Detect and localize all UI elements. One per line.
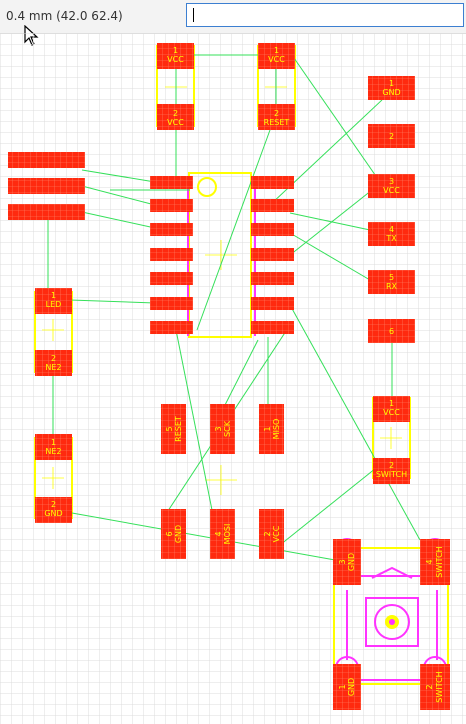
svg-text:VCC: VCC	[268, 55, 285, 64]
svg-text:GND: GND	[174, 525, 183, 543]
svg-text:VCC: VCC	[167, 118, 184, 127]
svg-text:GND: GND	[347, 553, 356, 571]
svg-text:1: 1	[389, 79, 394, 88]
pad-ftdi-5[interactable]: 5 RX	[368, 270, 415, 294]
svg-text:2: 2	[173, 109, 178, 118]
pad-button-switch-bottom[interactable]: 2 SWITCH	[420, 664, 450, 710]
svg-text:MISO: MISO	[272, 419, 281, 440]
pad-ftdi-4[interactable]: 4 TX	[368, 222, 415, 246]
pad-ftdi-2[interactable]: 2	[368, 124, 415, 148]
pad-vcc-header-1-top[interactable]: 1 VCC	[157, 43, 194, 69]
svg-text:TX: TX	[385, 234, 397, 243]
text-caret	[193, 8, 194, 22]
button-center-hole	[389, 619, 395, 625]
svg-text:5: 5	[165, 426, 174, 431]
svg-text:LED: LED	[46, 300, 62, 309]
pad-reset-header-top[interactable]: 1 VCC	[258, 43, 295, 69]
pad-isp-vcc[interactable]: 2 VCC	[259, 509, 284, 559]
svg-text:1: 1	[51, 438, 56, 447]
pad-button-gnd-bottom[interactable]: 1 GND	[333, 664, 361, 710]
svg-text:1: 1	[274, 46, 279, 55]
pad-ftdi-3[interactable]: 3 VCC	[368, 174, 415, 198]
pad-ftdi-6[interactable]: 6	[368, 319, 415, 343]
pad-isp-sck[interactable]: 3 SCK	[210, 404, 235, 454]
svg-text:1: 1	[338, 684, 347, 689]
svg-text:3: 3	[214, 426, 223, 431]
pad-resonator-2[interactable]	[8, 178, 85, 194]
status-bar: 0.4 mm (42.0 62.4)	[0, 0, 466, 34]
svg-text:1: 1	[389, 399, 394, 408]
pad-ftdi-1[interactable]: 1 GND	[368, 76, 415, 100]
pad-isp-miso[interactable]: 1 MISO	[259, 404, 284, 454]
ic-left-pins[interactable]	[150, 176, 193, 334]
svg-text:SWITCH: SWITCH	[376, 470, 407, 479]
svg-text:1: 1	[263, 426, 272, 431]
svg-text:2: 2	[389, 461, 394, 470]
svg-text:4: 4	[389, 225, 394, 234]
coordinate-readout: 0.4 mm (42.0 62.4)	[6, 9, 123, 23]
svg-text:6: 6	[389, 327, 394, 336]
svg-text:SWITCH: SWITCH	[435, 671, 444, 702]
pad-button-switch-top[interactable]: 4 SWITCH	[420, 539, 450, 585]
pad-led-2[interactable]: 2 NE2	[35, 350, 72, 376]
svg-text:VCC: VCC	[272, 525, 281, 542]
ic-right-pins[interactable]	[251, 176, 294, 334]
pad-resistor-2[interactable]: 2 GND	[35, 497, 72, 523]
svg-text:1: 1	[51, 291, 56, 300]
pad-reset-header-bottom[interactable]: 2 RESET	[258, 104, 295, 130]
svg-text:VCC: VCC	[383, 408, 400, 417]
svg-text:RESET: RESET	[174, 416, 183, 442]
svg-text:RESET: RESET	[264, 118, 290, 127]
svg-text:SCK: SCK	[223, 420, 232, 437]
svg-text:MOSI: MOSI	[223, 524, 232, 545]
svg-text:2: 2	[51, 500, 56, 509]
svg-text:NE2: NE2	[45, 363, 61, 372]
svg-text:VCC: VCC	[167, 55, 184, 64]
svg-text:GND: GND	[382, 88, 400, 97]
pad-resonator-1[interactable]	[8, 152, 85, 168]
svg-text:SWITCH: SWITCH	[435, 546, 444, 577]
svg-text:RX: RX	[386, 282, 398, 291]
pad-resistor-1[interactable]: 1 NE2	[35, 434, 72, 460]
svg-text:2: 2	[51, 354, 56, 363]
svg-text:GND: GND	[44, 509, 62, 518]
svg-text:5: 5	[389, 273, 394, 282]
ratsnest-layer	[47, 54, 421, 561]
pad-vcc-header-1-bottom[interactable]: 2 VCC	[157, 104, 194, 130]
pad-button-gnd-top[interactable]: 3 GND	[333, 539, 361, 585]
pad-switch-header-2[interactable]: 2 SWITCH	[373, 458, 410, 484]
svg-text:1: 1	[173, 46, 178, 55]
svg-text:6: 6	[165, 531, 174, 536]
svg-text:3: 3	[338, 559, 347, 564]
svg-text:GND: GND	[347, 678, 356, 696]
svg-text:3: 3	[389, 177, 394, 186]
pad-isp-reset[interactable]: 5 RESET	[161, 404, 186, 454]
pad-isp-gnd[interactable]: 6 GND	[161, 509, 186, 559]
command-input[interactable]	[186, 3, 464, 27]
svg-text:2: 2	[274, 109, 279, 118]
pad-switch-header-1[interactable]: 1 VCC	[373, 396, 410, 422]
svg-text:4: 4	[425, 559, 434, 564]
svg-text:2: 2	[425, 684, 434, 689]
svg-text:4: 4	[214, 531, 223, 536]
svg-text:2: 2	[263, 531, 272, 536]
pcb-canvas[interactable]: 1 VCC 2 VCC 1 VCC 2 RESET 1 GND 2 3 VCC …	[0, 33, 466, 724]
pad-led-1[interactable]: 1 LED	[35, 288, 72, 314]
grid-background	[0, 33, 466, 724]
svg-text:2: 2	[389, 132, 394, 141]
svg-text:NE2: NE2	[45, 447, 61, 456]
pad-resonator-3[interactable]	[8, 204, 85, 220]
pad-isp-mosi[interactable]: 4 MOSI	[210, 509, 235, 559]
svg-text:VCC: VCC	[383, 186, 400, 195]
